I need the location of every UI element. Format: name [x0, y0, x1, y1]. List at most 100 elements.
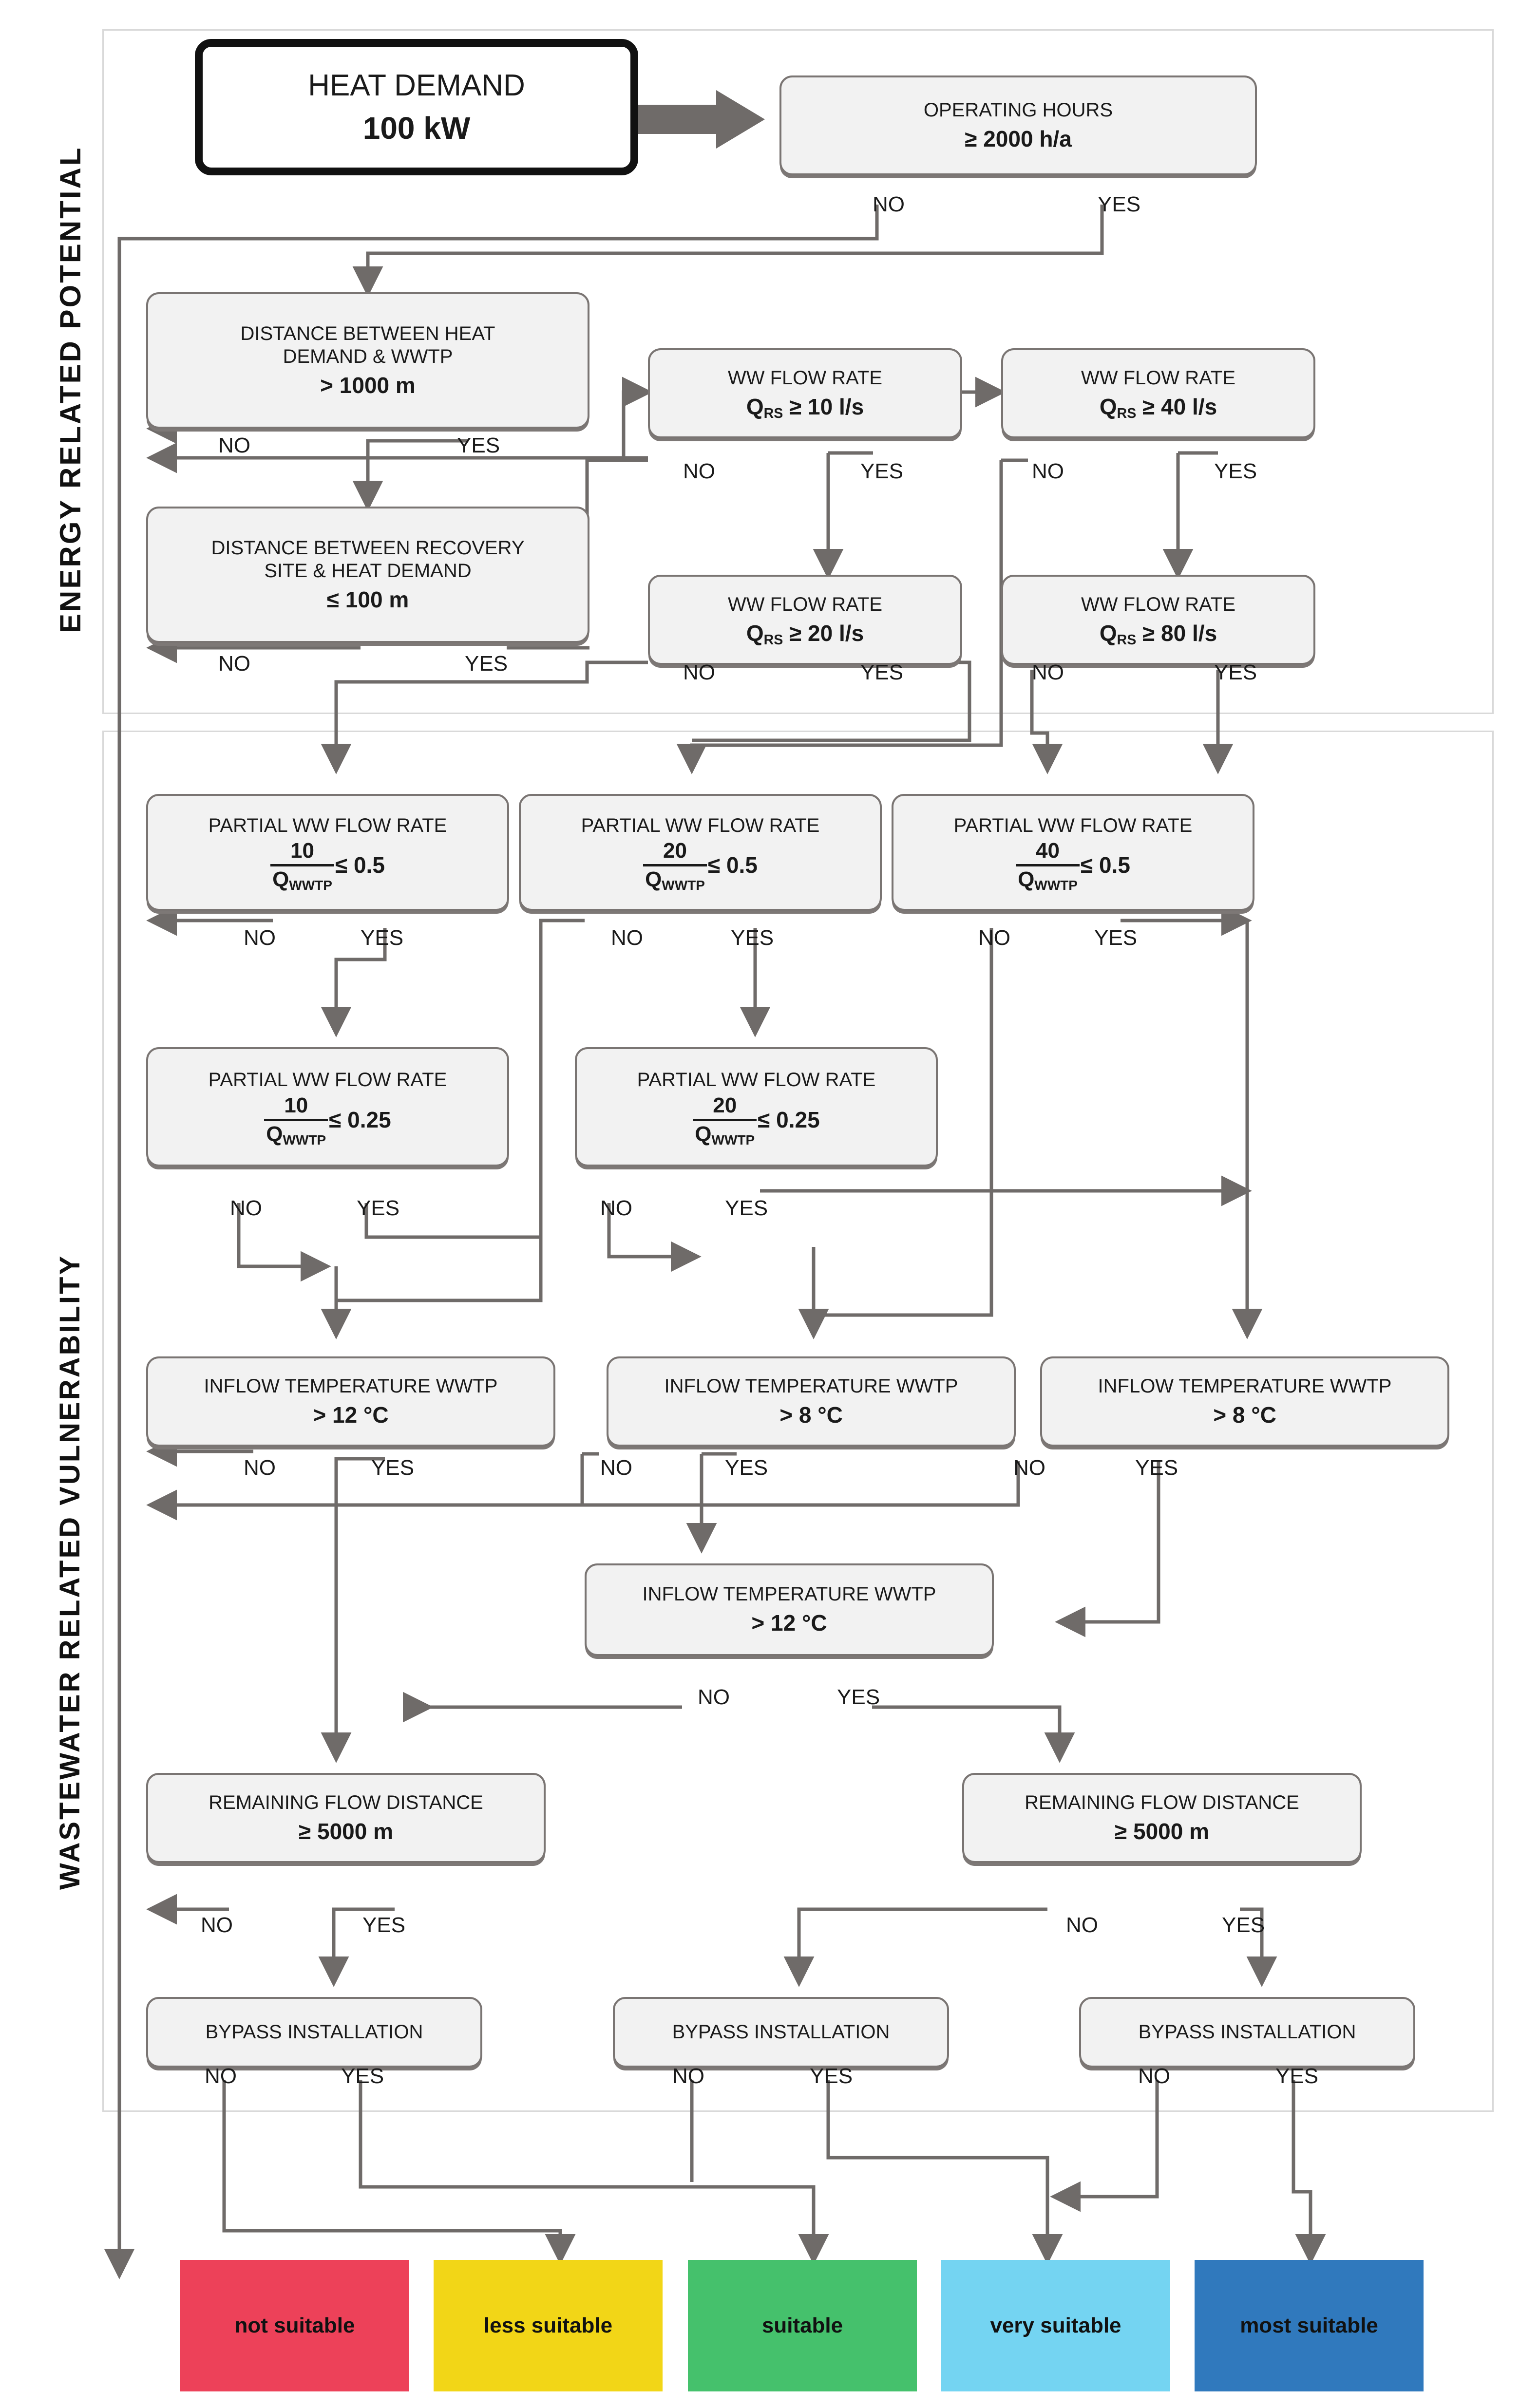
- outcome-most-suitable[interactable]: most suitable: [1195, 2260, 1424, 2391]
- edge-label-t4-yes: YES: [837, 1685, 880, 1709]
- node-partial-ww-flow-40-05[interactable]: PARTIAL WW FLOW RATE 40 QWWTP ≤ 0.5: [892, 794, 1254, 911]
- edge-label-p3-no: NO: [978, 926, 1010, 950]
- edge-label-op-no: NO: [873, 192, 905, 216]
- outcome-very-suitable-label: very suitable: [990, 2314, 1121, 2337]
- node-partial-ww-flow-10-025[interactable]: PARTIAL WW FLOW RATE 10 QWWTP ≤ 0.25: [146, 1047, 509, 1166]
- node-operating-hours-line2: ≥ 2000 h/a: [965, 126, 1072, 151]
- pf10-025-denominator: QWWTP: [266, 1122, 326, 1148]
- outcome-very-suitable[interactable]: very suitable: [941, 2260, 1170, 2391]
- edge-label-d1-no: NO: [218, 433, 250, 457]
- edge-label-w40-no: NO: [1032, 459, 1064, 483]
- pf40-05-numerator: 40: [1036, 839, 1060, 863]
- node-inflow-temperature-8-col3[interactable]: INFLOW TEMPERATURE WWTP > 8 °C: [1040, 1356, 1449, 1447]
- node-temp12b-line2: > 12 °C: [751, 1610, 827, 1636]
- node-ww-flow-rate-80[interactable]: WW FLOW RATE QRS ≥ 80 l/s: [1001, 575, 1315, 665]
- edge-label-t4-no: NO: [698, 1685, 730, 1709]
- node-operating-hours-line1: OPERATING HOURS: [923, 99, 1113, 121]
- node-ww40-line2: QRS ≥ 40 l/s: [1099, 394, 1217, 422]
- node-pf40-05-line1: PARTIAL WW FLOW RATE: [953, 814, 1193, 836]
- pf10-05-numerator: 10: [290, 839, 314, 863]
- edge-label-p1-no: NO: [244, 926, 276, 950]
- outcome-suitable-label: suitable: [761, 2314, 843, 2337]
- edge-label-q2-no: NO: [600, 1196, 632, 1220]
- node-distance-recovery-line1: DISTANCE BETWEEN RECOVERY: [211, 537, 525, 559]
- node-ww-flow-rate-40[interactable]: WW FLOW RATE QRS ≥ 40 l/s: [1001, 348, 1315, 438]
- edge-label-b2-yes: YES: [810, 2064, 853, 2088]
- pf20-05-rhs: ≤ 0.5: [707, 852, 758, 878]
- node-pf10-025-line1: PARTIAL WW FLOW RATE: [208, 1069, 447, 1091]
- node-remaining-flow-distance-left[interactable]: REMAINING FLOW DISTANCE ≥ 5000 m: [146, 1773, 546, 1863]
- pf10-025-fraction-bar: [264, 1118, 328, 1121]
- edge-label-t1-no: NO: [244, 1456, 276, 1480]
- pf40-05-rhs: ≤ 0.5: [1080, 852, 1130, 878]
- node-distance-recovery-line1b: SITE & HEAT DEMAND: [264, 560, 472, 582]
- node-ww20-line2: QRS ≥ 20 l/s: [746, 620, 864, 648]
- node-heat-demand[interactable]: HEAT DEMAND 100 kW: [195, 39, 638, 175]
- node-bypass-installation-3[interactable]: BYPASS INSTALLATION: [1079, 1997, 1415, 2068]
- node-bypass-installation-2[interactable]: BYPASS INSTALLATION: [613, 1997, 949, 2068]
- pf10-025-rhs: ≤ 0.25: [329, 1107, 391, 1132]
- section-energy-related-potential: [102, 29, 1494, 714]
- pf10-025-numerator: 10: [284, 1093, 308, 1117]
- edge-label-b3-yes: YES: [1275, 2064, 1319, 2088]
- outcome-less-suitable[interactable]: less suitable: [434, 2260, 663, 2391]
- pf10-05-fraction-bar: [270, 864, 334, 867]
- edge-label-b1-yes: YES: [341, 2064, 384, 2088]
- node-ww40-line1: WW FLOW RATE: [1081, 367, 1235, 389]
- node-pf20-05-fraction: 20 QWWTP ≤ 0.5: [643, 840, 758, 893]
- node-distance-wwtp-line1b: DEMAND & WWTP: [283, 345, 453, 367]
- edge-label-w20-no: NO: [683, 660, 715, 684]
- edge-label-q2-yes: YES: [725, 1196, 768, 1220]
- node-inflow-temperature-12-mid[interactable]: INFLOW TEMPERATURE WWTP > 12 °C: [585, 1563, 994, 1656]
- node-inflow-temperature-12-col1[interactable]: INFLOW TEMPERATURE WWTP > 12 °C: [146, 1356, 555, 1447]
- edge-label-t2-yes: YES: [725, 1456, 768, 1480]
- node-ww-flow-rate-10[interactable]: WW FLOW RATE QRS ≥ 10 l/s: [648, 348, 962, 438]
- node-pf10-05-line1: PARTIAL WW FLOW RATE: [208, 814, 447, 836]
- edge-label-w80-no: NO: [1032, 660, 1064, 684]
- node-partial-ww-flow-20-05[interactable]: PARTIAL WW FLOW RATE 20 QWWTP ≤ 0.5: [519, 794, 882, 911]
- node-rfd-right-line2: ≥ 5000 m: [1114, 1818, 1210, 1844]
- edge-label-p3-yes: YES: [1094, 926, 1138, 950]
- node-inflow-temperature-8-col2[interactable]: INFLOW TEMPERATURE WWTP > 8 °C: [607, 1356, 1016, 1447]
- node-ww-flow-rate-20[interactable]: WW FLOW RATE QRS ≥ 20 l/s: [648, 575, 962, 665]
- node-temp12a-line1: INFLOW TEMPERATURE WWTP: [204, 1375, 498, 1397]
- pf40-05-denominator: QWWTP: [1018, 867, 1078, 893]
- node-bypass-installation-1[interactable]: BYPASS INSTALLATION: [146, 1997, 482, 2068]
- node-ww80-line2: QRS ≥ 80 l/s: [1099, 620, 1217, 648]
- node-temp8b-line1: INFLOW TEMPERATURE WWTP: [1098, 1375, 1392, 1397]
- outcome-not-suitable[interactable]: not suitable: [180, 2260, 409, 2391]
- node-temp8a-line1: INFLOW TEMPERATURE WWTP: [664, 1375, 958, 1397]
- pf20-05-denominator: QWWTP: [645, 867, 705, 893]
- edge-label-r2-yes: YES: [1222, 1913, 1265, 1937]
- node-ww20-line1: WW FLOW RATE: [728, 593, 882, 615]
- edge-label-p1-yes: YES: [361, 926, 404, 950]
- outcome-most-suitable-label: most suitable: [1240, 2314, 1378, 2337]
- node-distance-heat-demand-wwtp[interactable]: DISTANCE BETWEEN HEAT DEMAND & WWTP > 10…: [146, 292, 589, 429]
- edge-label-p2-yes: YES: [731, 926, 774, 950]
- node-remaining-flow-distance-right[interactable]: REMAINING FLOW DISTANCE ≥ 5000 m: [962, 1773, 1362, 1863]
- edge-label-w80-yes: YES: [1214, 660, 1257, 684]
- edge-label-r1-no: NO: [201, 1913, 233, 1937]
- edge-label-q1-no: NO: [230, 1196, 262, 1220]
- outcome-suitable[interactable]: suitable: [688, 2260, 917, 2391]
- edge-label-w10-yes: YES: [860, 459, 904, 483]
- edge-label-t2-no: NO: [600, 1456, 632, 1480]
- node-partial-ww-flow-10-05[interactable]: PARTIAL WW FLOW RATE 10 QWWTP ≤ 0.5: [146, 794, 509, 911]
- node-distance-recovery-heat-demand[interactable]: DISTANCE BETWEEN RECOVERY SITE & HEAT DE…: [146, 507, 589, 643]
- node-heat-demand-line1: HEAT DEMAND: [308, 68, 525, 102]
- edge-label-t1-yes: YES: [371, 1456, 415, 1480]
- node-bypass3-line1: BYPASS INSTALLATION: [1138, 2021, 1356, 2043]
- edge-label-w10-no: NO: [683, 459, 715, 483]
- node-ww80-line1: WW FLOW RATE: [1081, 593, 1235, 615]
- node-rfd-left-line1: REMAINING FLOW DISTANCE: [209, 1791, 483, 1813]
- edge-label-p2-no: NO: [611, 926, 643, 950]
- pf20-025-rhs: ≤ 0.25: [758, 1107, 820, 1132]
- node-partial-ww-flow-20-025[interactable]: PARTIAL WW FLOW RATE 20 QWWTP ≤ 0.25: [575, 1047, 938, 1166]
- node-ww10-line2: QRS ≥ 10 l/s: [746, 394, 864, 422]
- node-temp8b-line2: > 8 °C: [1213, 1402, 1276, 1428]
- node-operating-hours[interactable]: OPERATING HOURS ≥ 2000 h/a: [779, 75, 1257, 175]
- node-pf20-025-fraction: 20 QWWTP ≤ 0.25: [693, 1094, 820, 1147]
- pf10-05-rhs: ≤ 0.5: [335, 852, 385, 878]
- edge-label-t3-yes: YES: [1135, 1456, 1178, 1480]
